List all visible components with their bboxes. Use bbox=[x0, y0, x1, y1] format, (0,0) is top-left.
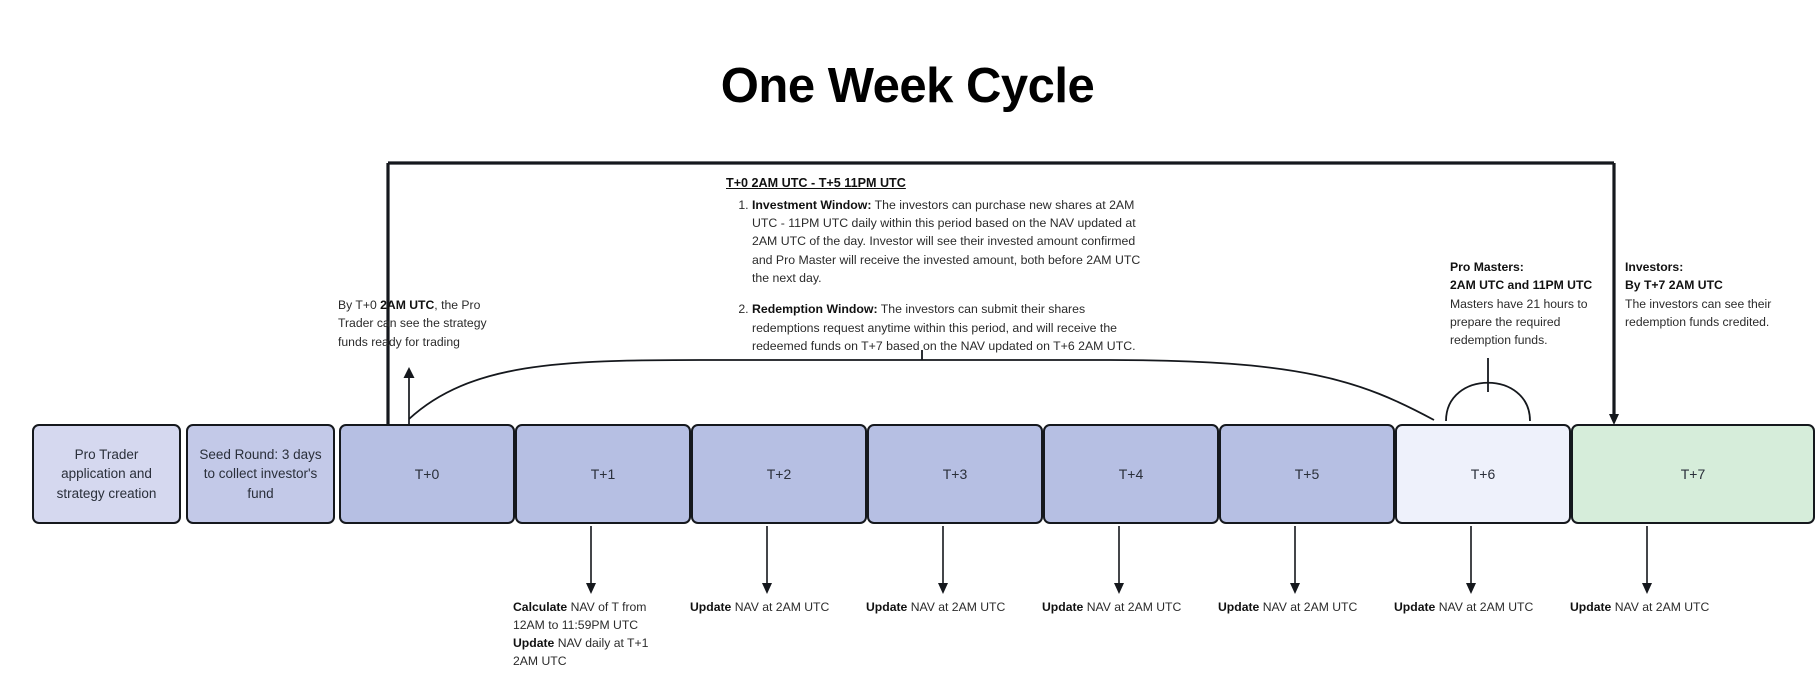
nav-note-nav-t6: Update NAV at 2AM UTC bbox=[1570, 598, 1740, 616]
timeline-cell-label: T+3 bbox=[942, 465, 968, 482]
page-title: One Week Cycle bbox=[720, 59, 1095, 113]
timeline-cell-label: T+2 bbox=[766, 465, 792, 482]
nav-note-bold: Update bbox=[1394, 600, 1436, 614]
left-note-post: , the Pro Trader can see the strategy fu… bbox=[338, 298, 487, 349]
nav-note-bold: Update bbox=[1218, 600, 1260, 614]
pro-trader-callout: By T+0 2AM UTC, the Pro Trader can see t… bbox=[338, 296, 498, 351]
nav-note-nav-t5: Update NAV at 2AM UTC bbox=[1394, 598, 1564, 616]
left-note-bold: 2AM UTC bbox=[380, 298, 435, 312]
pro-masters-subheading: 2AM UTC and 11PM UTC bbox=[1450, 278, 1593, 293]
nav-note-text: NAV of T from 12AM to 11:59PM UTC bbox=[513, 600, 647, 633]
timeline-cell-label: Pro Trader application and strategy crea… bbox=[56, 446, 157, 501]
nav-note-bold: Update bbox=[866, 600, 908, 614]
timeline-cell-t4[interactable]: T+4 bbox=[1043, 424, 1219, 524]
timeline-cell-t1[interactable]: T+1 bbox=[515, 424, 691, 524]
nav-note-text: NAV at 2AM UTC bbox=[907, 600, 1006, 614]
timeline-cell-seed-round[interactable]: Seed Round: 3 days to collect investor's… bbox=[186, 424, 335, 524]
nav-note-nav-t2: Update NAV at 2AM UTC bbox=[866, 598, 1036, 616]
nav-note-text: NAV at 2AM UTC bbox=[1435, 600, 1534, 614]
nav-note-bold-2: Update bbox=[513, 636, 555, 651]
nav-note-text: NAV at 2AM UTC bbox=[1083, 600, 1182, 614]
nav-note-nav-t1: Update NAV at 2AM UTC bbox=[690, 598, 860, 616]
timeline-cell-label: T+6 bbox=[1470, 465, 1496, 482]
timeline-cell-label: T+1 bbox=[590, 465, 616, 482]
left-note-pre: By T+0 bbox=[338, 298, 381, 312]
redemption-window-text: The investors can submit their shares re… bbox=[752, 302, 1136, 353]
timeline-cell-t3[interactable]: T+3 bbox=[867, 424, 1043, 524]
timeline-cell-label: T+7 bbox=[1680, 465, 1706, 482]
investment-window-text: The investors can purchase new shares at… bbox=[752, 197, 1141, 285]
pro-masters-heading: Pro Masters: bbox=[1450, 260, 1524, 274]
nav-note-text-2: NAV daily at T+1 2AM UTC bbox=[513, 636, 649, 669]
timeline-cell-t0[interactable]: T+0 bbox=[339, 424, 515, 524]
nav-note-nav-t4: Update NAV at 2AM UTC bbox=[1218, 598, 1388, 616]
timeline-cell-t2[interactable]: T+2 bbox=[691, 424, 867, 524]
timeline-cell-label: Seed Round: 3 days to collect investor's… bbox=[199, 446, 322, 501]
nav-note-text: NAV at 2AM UTC bbox=[731, 600, 830, 614]
timeline-cell-pro-trader-application[interactable]: Pro Trader application and strategy crea… bbox=[32, 424, 181, 524]
note-item-redemption-window: Redemption Window: The investors can sub… bbox=[752, 300, 1151, 355]
nav-note-nav-t0: Calculate NAV of T from 12AM to 11:59PM … bbox=[513, 598, 663, 670]
nav-note-bold: Update bbox=[1042, 600, 1084, 614]
nav-note-nav-t3: Update NAV at 2AM UTC bbox=[1042, 598, 1212, 616]
note-item-investment-window: Investment Window: The investors can pur… bbox=[752, 196, 1151, 288]
redemption-window-label: Redemption Window: bbox=[752, 302, 878, 317]
timeline-cell-t6[interactable]: T+6 bbox=[1395, 424, 1571, 524]
nav-note-bold: Update bbox=[690, 600, 732, 614]
investors-body: The investors can see their redemption f… bbox=[1625, 296, 1772, 329]
timeline-cell-label: T+5 bbox=[1294, 465, 1320, 482]
timeline-cell-label: T+0 bbox=[414, 465, 440, 482]
pro-masters-body: Masters have 21 hours to prepare the req… bbox=[1450, 296, 1588, 348]
nav-note-text: NAV at 2AM UTC bbox=[1259, 600, 1358, 614]
investors-heading: Investors: bbox=[1625, 260, 1684, 274]
timeline-cell-t5[interactable]: T+5 bbox=[1219, 424, 1395, 524]
note-heading: T+0 2AM UTC - T+5 11PM UTC bbox=[726, 176, 906, 190]
timeline-cell-label: T+4 bbox=[1118, 465, 1144, 482]
investment-window-label: Investment Window: bbox=[752, 197, 872, 212]
investors-subheading: By T+7 2AM UTC bbox=[1625, 278, 1723, 293]
nav-note-bold: Calculate bbox=[513, 600, 568, 614]
note-list: Investment Window: The investors can pur… bbox=[726, 196, 1151, 356]
nav-note-bold: Update bbox=[1570, 600, 1612, 614]
pro-masters-callout: Pro Masters: 2AM UTC and 11PM UTC Master… bbox=[1450, 258, 1610, 349]
investors-callout: Investors: By T+7 2AM UTC The investors … bbox=[1625, 258, 1790, 331]
investment-redemption-note: T+0 2AM UTC - T+5 11PM UTC Investment Wi… bbox=[726, 174, 1151, 368]
nav-note-text: NAV at 2AM UTC bbox=[1611, 600, 1710, 614]
timeline-cell-t7[interactable]: T+7 bbox=[1571, 424, 1815, 524]
